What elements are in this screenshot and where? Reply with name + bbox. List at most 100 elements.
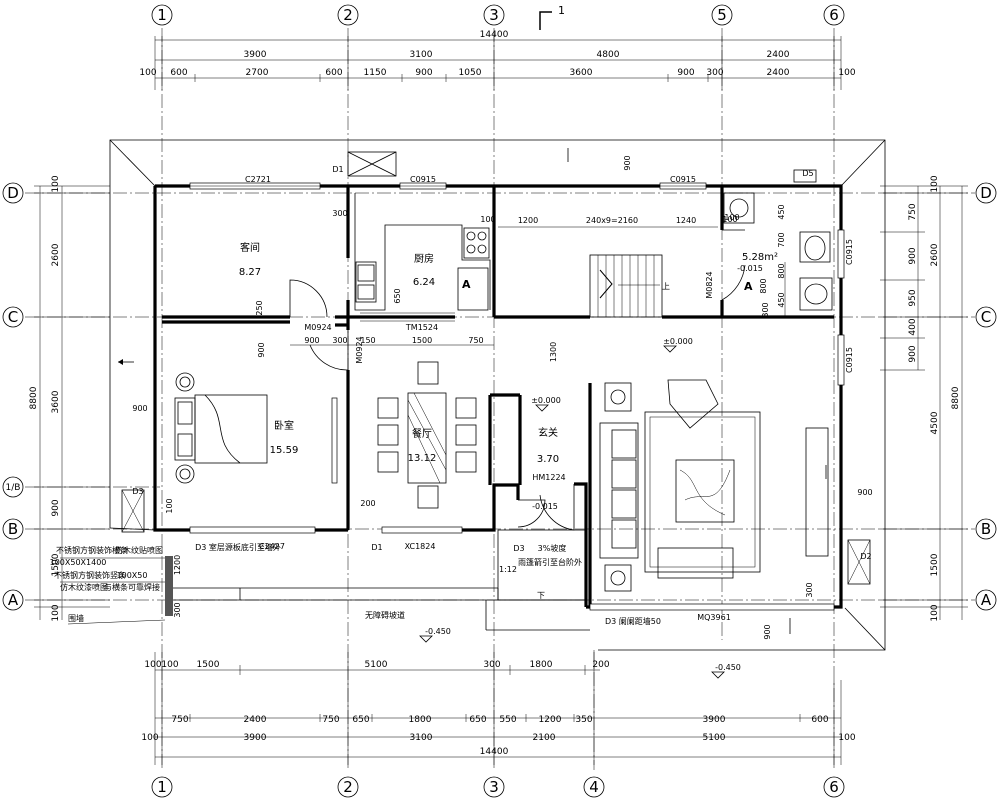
axis-bubble-4-bottom: 4	[583, 776, 605, 798]
svg-text:±0.000: ±0.000	[663, 337, 693, 346]
svg-text:5: 5	[717, 6, 727, 24]
room-labels: 客间 8.27 厨房 6.24 卧室 15.59 餐厅 13.12 玄关 3.7…	[239, 241, 778, 465]
svg-text:100: 100	[480, 215, 495, 224]
svg-text:C2427: C2427	[259, 542, 285, 551]
svg-text:无障碍坡道: 无障碍坡道	[365, 610, 405, 620]
bottom-dimension-lines	[154, 652, 842, 765]
svg-text:3900: 3900	[244, 733, 267, 743]
svg-text:5100: 5100	[365, 660, 388, 670]
svg-text:800: 800	[777, 263, 786, 278]
room-bedroom-area: 15.59	[270, 445, 299, 456]
svg-text:200: 200	[360, 499, 375, 508]
interior-dimensions: 1200 240x9=2160 1240 100 100 900 900 900…	[132, 155, 872, 639]
svg-text:-0.015: -0.015	[532, 502, 558, 511]
bath-mark: A	[744, 280, 753, 293]
svg-text:1500: 1500	[51, 553, 61, 576]
svg-text:450: 450	[777, 292, 786, 307]
svg-text:100: 100	[161, 660, 178, 670]
svg-text:1: 1	[558, 4, 565, 17]
svg-text:C2721: C2721	[245, 175, 271, 184]
downspouts	[121, 169, 871, 585]
svg-text:2: 2	[343, 6, 353, 24]
kitchen-counter	[354, 193, 491, 311]
dim-top-bay: 2400	[767, 50, 790, 60]
sofa-set	[599, 379, 829, 592]
room-kitchen-area: 6.24	[413, 277, 435, 288]
svg-text:650: 650	[469, 715, 486, 725]
svg-text:100: 100	[722, 215, 737, 224]
dim-left-main: 100 2600 3600 900 1500 100	[51, 175, 61, 621]
svg-text:2600: 2600	[51, 243, 61, 266]
svg-text:240x9=2160: 240x9=2160	[586, 216, 638, 225]
room-dining-area: 13.12	[408, 453, 437, 464]
svg-text:750: 750	[322, 715, 339, 725]
svg-text:100X50X1400: 100X50X1400	[50, 558, 107, 567]
svg-text:D: D	[980, 184, 992, 202]
svg-text:550: 550	[499, 715, 516, 725]
direction-arrows	[118, 148, 827, 634]
room-guest-name: 客间	[240, 241, 260, 254]
left-dimension-lines	[34, 185, 110, 620]
bathroom-fixtures	[723, 192, 833, 317]
svg-text:不锈钢方钢装饰横条: 不锈钢方钢装饰横条	[56, 545, 128, 555]
svg-text:1500: 1500	[412, 336, 432, 345]
svg-text:TM1524: TM1524	[405, 323, 438, 332]
svg-text:900: 900	[763, 624, 772, 639]
svg-text:C0915: C0915	[670, 175, 696, 184]
svg-text:1:12: 1:12	[499, 565, 517, 574]
axis-bubble-5-top: 5	[711, 4, 733, 26]
axis-bubble-3-bottom: 3	[483, 776, 505, 798]
svg-text:2400: 2400	[767, 68, 790, 78]
svg-text:300: 300	[483, 660, 500, 670]
svg-text:不锈钢方钢装饰竖条: 不锈钢方钢装饰竖条	[54, 570, 126, 580]
svg-text:250: 250	[255, 300, 264, 315]
svg-text:300: 300	[332, 336, 347, 345]
axis-bubble-1-top: 1	[151, 4, 173, 26]
svg-text:650: 650	[352, 715, 369, 725]
svg-text:400: 400	[908, 318, 918, 335]
svg-text:900: 900	[908, 247, 918, 264]
svg-text:100: 100	[930, 604, 940, 621]
ramp-notes: 1:12 无障碍坡道 3%坡度 D3 雨篷箭引至台阶外 D3 室层源板底引至墙外…	[195, 542, 661, 626]
bed	[174, 372, 268, 484]
svg-text:D3: D3	[132, 487, 143, 496]
svg-text:650: 650	[393, 288, 402, 303]
top-dimension-lines	[154, 36, 842, 90]
section-mark: 1	[539, 4, 565, 30]
svg-text:3: 3	[489, 6, 499, 24]
dining-table	[377, 361, 477, 509]
svg-text:4500: 4500	[930, 411, 940, 434]
svg-text:100: 100	[165, 498, 174, 513]
svg-text:A: A	[981, 591, 992, 609]
svg-text:-0.015: -0.015	[737, 264, 763, 273]
svg-text:M0824: M0824	[705, 271, 714, 298]
svg-text:350: 350	[575, 715, 592, 725]
room-bath-area: 5.28m²	[742, 252, 778, 263]
axis-bubble-6-bottom: 6	[823, 776, 845, 798]
room-guest-area: 8.27	[239, 267, 261, 278]
svg-text:D3 室层源板底引至墙外: D3 室层源板底引至墙外	[195, 542, 281, 552]
svg-text:600: 600	[170, 68, 187, 78]
svg-text:100: 100	[144, 660, 161, 670]
svg-text:2600: 2600	[930, 243, 940, 266]
svg-text:2100: 2100	[533, 733, 556, 743]
dim-bottom-overall: 14400	[480, 747, 509, 757]
svg-text:300: 300	[706, 68, 723, 78]
svg-text:C0915: C0915	[845, 239, 854, 265]
svg-text:2: 2	[343, 778, 353, 796]
dim-bottom-row2: 750 2400 750 650 1800 650 550 1200 350 3…	[171, 715, 828, 725]
svg-text:HM1224: HM1224	[532, 473, 565, 482]
svg-text:100: 100	[930, 175, 940, 192]
railing-notes: 不锈钢方钢装饰横条 仿木纹贴喷图 100X50X1400 不锈钢方钢装饰竖条 1…	[50, 545, 166, 625]
svg-text:300: 300	[805, 582, 814, 597]
axis-bubble-A-left: A	[2, 589, 24, 611]
svg-text:1200: 1200	[518, 216, 538, 225]
svg-text:D3: D3	[513, 544, 524, 553]
svg-text:900: 900	[51, 499, 61, 516]
roof-outline	[109, 139, 886, 651]
svg-text:A: A	[8, 591, 19, 609]
dim-bottom-row1: 100 100 1500 5100 300 1800 200	[144, 660, 609, 670]
svg-text:900: 900	[857, 488, 872, 497]
svg-text:围墙: 围墙	[68, 613, 84, 623]
staircase	[589, 254, 663, 318]
